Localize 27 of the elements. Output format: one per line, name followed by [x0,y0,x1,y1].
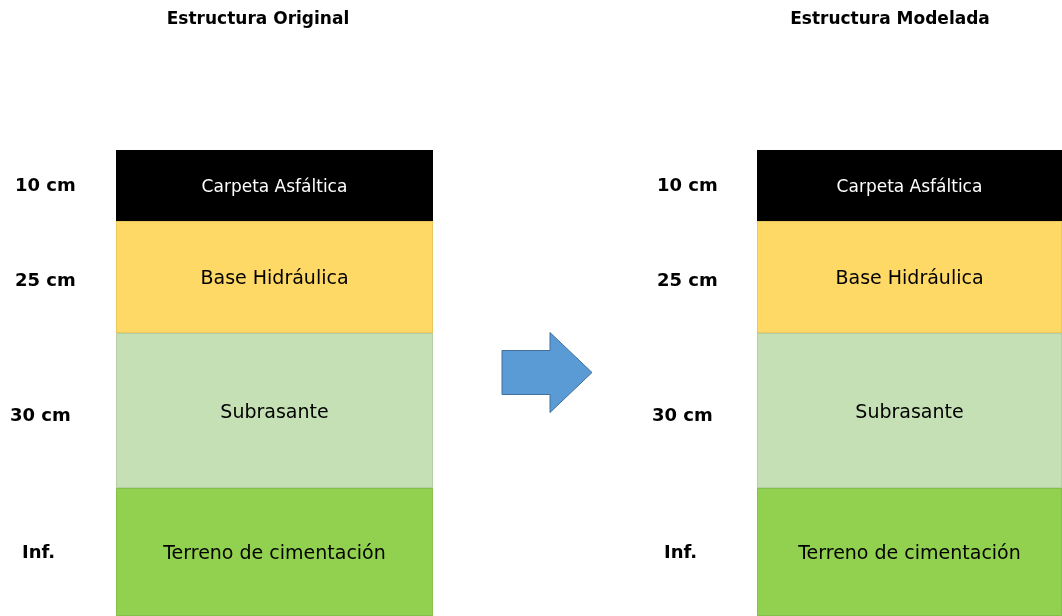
layer-band [116,221,433,333]
layer-name: Carpeta Asfáltica [836,175,983,196]
layer-name: Base Hidráulica [835,266,984,288]
layer-name: Terreno de cimentación [163,541,386,563]
thickness-label: 25 cm [15,269,76,290]
thickness-label: 25 cm [657,269,718,290]
thickness-label: Inf. [22,541,56,562]
layer-name: Subrasante [220,399,329,422]
layer-band [757,333,1062,488]
layer-name: Base Hidráulica [200,266,349,288]
layer-band [116,150,433,221]
column-title: Estructura Original [166,8,350,28]
layer-name: Carpeta Asfáltica [201,175,348,196]
column-title: Estructura Modelada [790,8,990,28]
thickness-label: Inf. [664,541,698,562]
layer-band [757,150,1062,221]
layer-band [757,488,1062,616]
layer-band [116,488,433,616]
block-arrow [501,332,593,413]
thickness-label: 30 cm [652,404,713,425]
layer-name: Terreno de cimentación [798,541,1021,563]
thickness-label: 30 cm [10,404,71,425]
thickness-label: 10 cm [15,174,76,195]
layer-band [757,221,1062,333]
layer-name: Subrasante [855,399,964,422]
layer-band [116,333,433,488]
thickness-label: 10 cm [657,174,718,195]
